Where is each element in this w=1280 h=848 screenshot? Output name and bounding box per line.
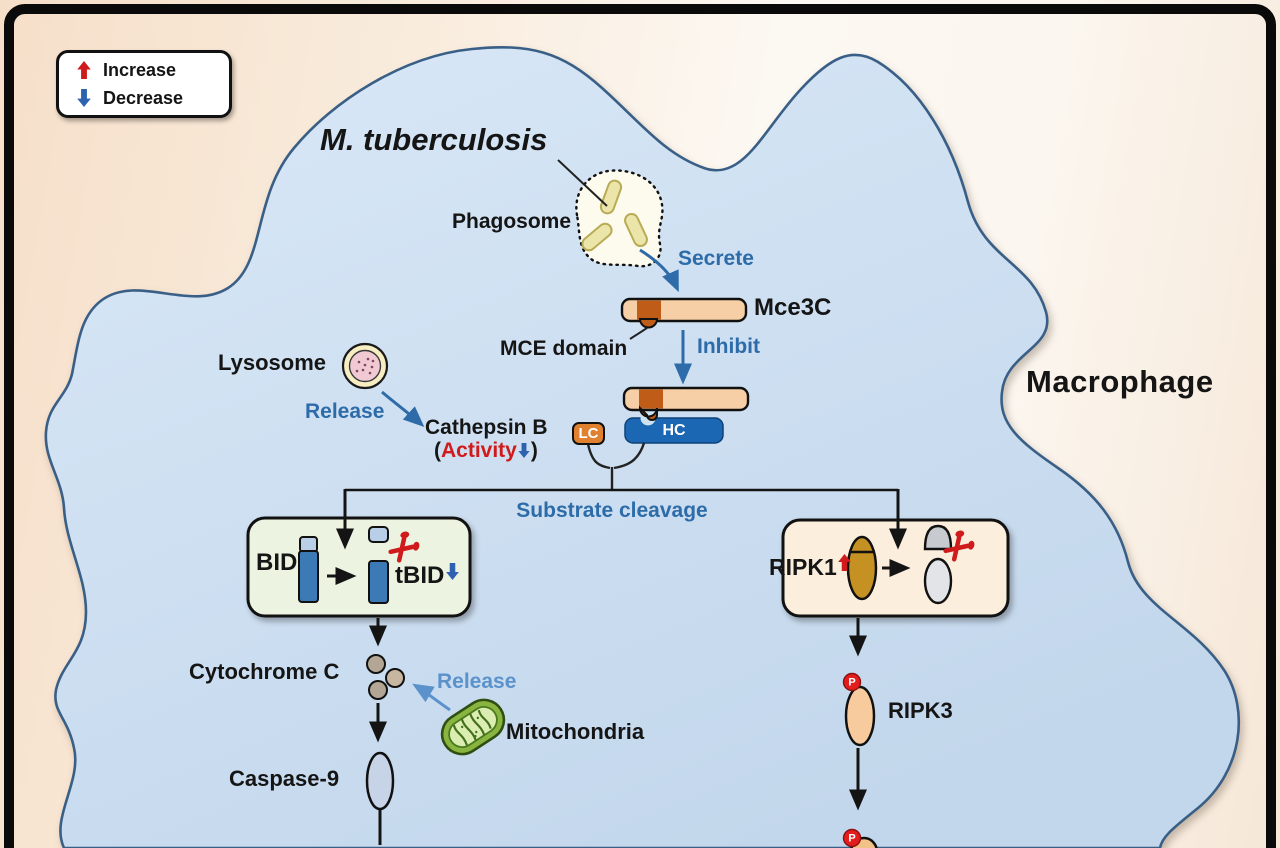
mce-domain-pointer-line [629, 327, 648, 340]
ripk1-label: RIPK1 [769, 554, 837, 580]
legend-decrease-row: Decrease [77, 88, 229, 109]
legend-decrease-label: Decrease [103, 87, 184, 108]
bid-label: BID [256, 549, 298, 576]
activity-paren-open: ( [434, 439, 441, 462]
mitochondria-release-label: Release [437, 670, 517, 693]
lysosome-release-arrow [381, 390, 425, 428]
ripk1-protein-full [846, 535, 878, 601]
ripk1-label-row: RIPK1 [769, 554, 851, 581]
activity-label: Activity [441, 439, 517, 462]
increase-arrow-icon [77, 61, 91, 79]
phospho-badge-ripk3: P [842, 672, 862, 692]
scissors-icon [943, 530, 975, 562]
caspase9-protein [365, 751, 395, 811]
ripk3-label: RIPK3 [888, 698, 953, 723]
title-pointer-line [557, 159, 608, 207]
lc-hc-junction-lines [586, 442, 646, 491]
macrophage-label: Macrophage [1026, 364, 1214, 399]
mce3c-label: Mce3C [754, 294, 832, 321]
mitochondria-label: Mitochondria [506, 719, 645, 744]
cytochrome-c-label: Cytochrome C [189, 659, 340, 684]
scissors-icon [388, 531, 420, 563]
lysosome-release-label: Release [305, 400, 385, 423]
ripk1-increase-arrow-icon [837, 554, 851, 571]
legend-box: Increase Decrease [56, 50, 232, 118]
tbid-label-row: tBID [395, 561, 460, 589]
secrete-label: Secrete [678, 247, 754, 270]
tbid-decrease-arrow-icon [446, 563, 460, 580]
mitochondria-organelle [440, 698, 506, 756]
lysosome-organelle [341, 342, 389, 390]
mce3c-protein-bound [622, 386, 750, 421]
mtb-bacterium [624, 212, 648, 248]
mitochondria-release-arrow [412, 683, 451, 712]
caspase9-label: Caspase-9 [229, 766, 340, 791]
tbid-protein-cleaved [368, 526, 389, 604]
lc-label: LC [578, 425, 599, 442]
secrete-arrow [639, 248, 679, 293]
legend-increase-row: Increase [77, 60, 229, 81]
activity-decrease-arrow-icon [518, 443, 530, 458]
cytochrome-c-molecules [366, 654, 405, 700]
pathogen-title: M. tuberculosis [320, 122, 548, 157]
svg-text:P: P [848, 677, 855, 689]
phospho-badge-downstream: P [842, 828, 862, 848]
cathepsin-activity-line: (Activity) [434, 440, 538, 461]
mce-domain-label: MCE domain [500, 337, 628, 360]
tbid-label: tBID [395, 561, 445, 589]
inhibit-label: Inhibit [697, 335, 760, 358]
phagosome-vacuole [575, 169, 664, 268]
cathepsin-b-label: Cathepsin B [425, 416, 548, 439]
svg-text:P: P [848, 833, 855, 845]
mce3c-protein [620, 297, 748, 329]
bid-protein-full [298, 536, 319, 603]
hc-label: HC [662, 421, 686, 439]
figure-frame [4, 4, 1276, 848]
legend-increase-label: Increase [103, 59, 177, 80]
mtb-bacterium [581, 222, 613, 252]
ripk1-protein-cleaved [923, 524, 953, 605]
phagosome-label: Phagosome [452, 210, 572, 233]
decrease-arrow-icon [77, 89, 91, 107]
activity-paren-close: ) [530, 439, 538, 462]
substrate-cleavage-label: Substrate cleavage [516, 499, 708, 522]
lysosome-label: Lysosome [218, 350, 327, 375]
ripk3-protein [844, 685, 876, 747]
